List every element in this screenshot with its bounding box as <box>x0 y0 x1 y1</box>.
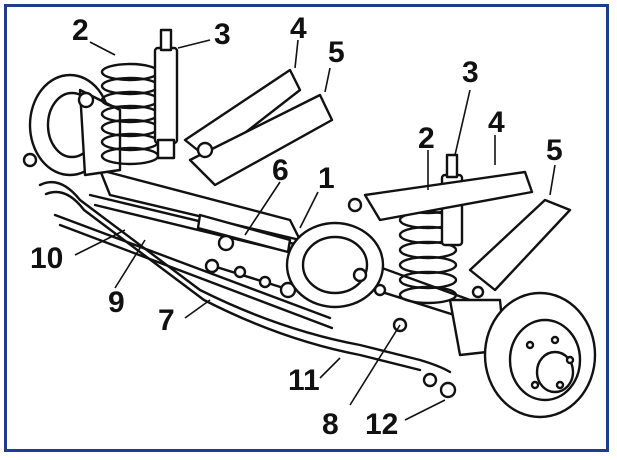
callout-4-left: 4 <box>290 12 307 45</box>
callout-10: 10 <box>30 242 63 275</box>
right-brake-rotor <box>483 291 597 419</box>
callout-labels: 1 2 2 3 3 4 4 5 5 6 7 8 9 10 11 12 <box>30 12 563 441</box>
differential-housing <box>285 221 385 309</box>
callout-5-left: 5 <box>328 36 345 69</box>
callout-12: 12 <box>365 408 398 441</box>
right-upper-arm <box>363 170 534 222</box>
leader-arrows <box>74 39 556 421</box>
callout-2-right: 2 <box>418 122 435 155</box>
callout-8: 8 <box>322 408 339 441</box>
tie-rod <box>53 213 332 320</box>
callout-5-right: 5 <box>546 134 563 167</box>
callout-2-left: 2 <box>72 14 89 47</box>
left-lower-arm <box>188 93 334 187</box>
callout-11: 11 <box>288 364 320 397</box>
callout-7: 7 <box>158 304 175 337</box>
right-lower-arm <box>468 198 572 292</box>
callout-4-right: 4 <box>488 106 505 139</box>
suspension-drawing <box>22 28 597 419</box>
left-shock-absorber <box>153 28 179 160</box>
tie-rod-end <box>439 381 457 399</box>
callout-6: 6 <box>272 154 289 187</box>
drag-link <box>208 263 292 292</box>
steering-stabilizer <box>196 213 292 254</box>
callout-1: 1 <box>318 162 335 195</box>
callout-3-left: 3 <box>214 18 231 51</box>
stabilizer-bar <box>38 180 452 374</box>
callout-9: 9 <box>108 286 125 319</box>
callout-3-right: 3 <box>462 56 479 89</box>
